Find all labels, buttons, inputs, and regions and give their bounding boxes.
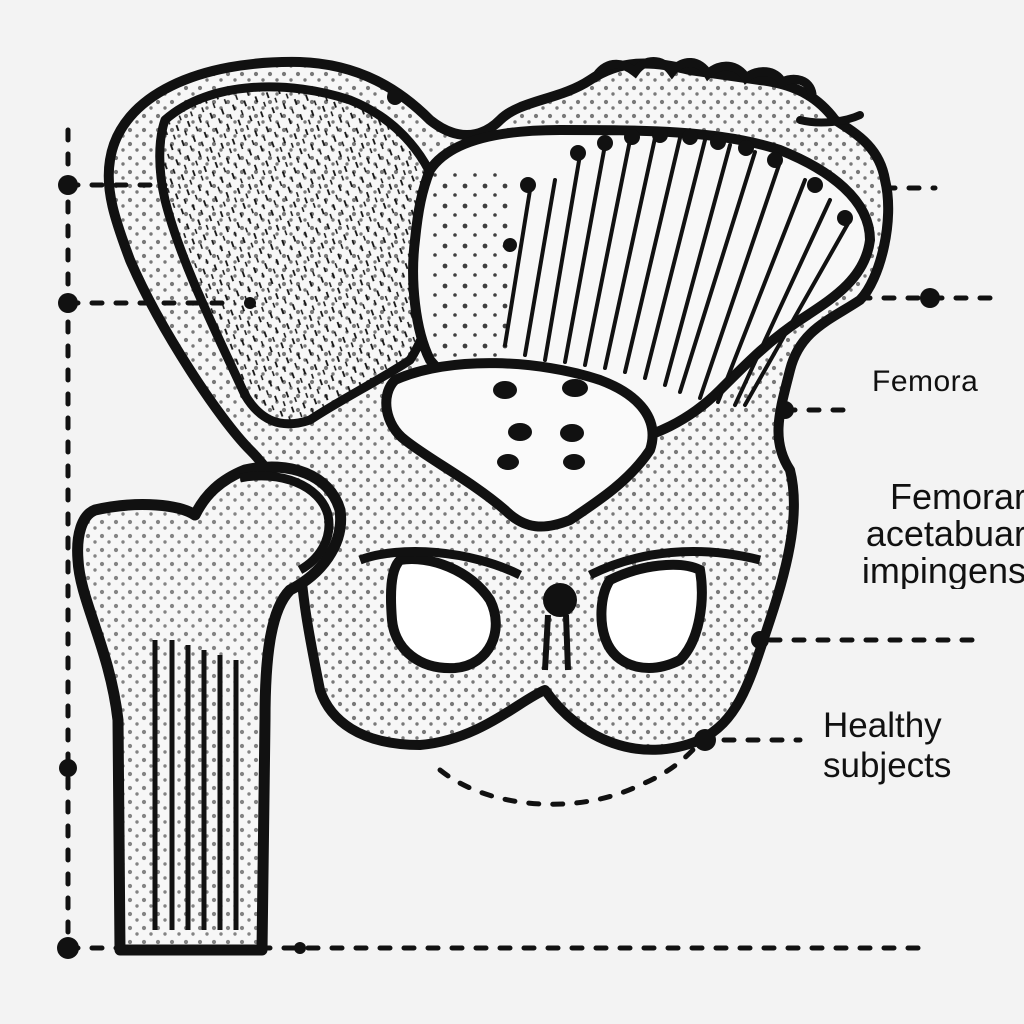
guide-line-nodes — [57, 89, 940, 959]
label-fai-line-1: Femorar — [889, 478, 1024, 517]
acetabular-fossa — [381, 358, 658, 532]
label-femoral: Femora — [872, 365, 979, 398]
label-healthy-line-1: Healthy — [823, 706, 942, 745]
femur — [72, 461, 347, 956]
label-healthy-line-2: subjects — [823, 746, 952, 785]
obturator-foramina — [358, 547, 762, 674]
label-healthy-subjects: Healthy subjects — [823, 706, 951, 786]
label-fai-line-2: acetabuar — [865, 513, 1024, 554]
label-fai-line-3: impingens — [861, 550, 1024, 589]
label-femoroacetabular-impingement: Femorar acetabuar impingens — [826, 478, 1024, 589]
guide-lines — [65, 127, 993, 951]
